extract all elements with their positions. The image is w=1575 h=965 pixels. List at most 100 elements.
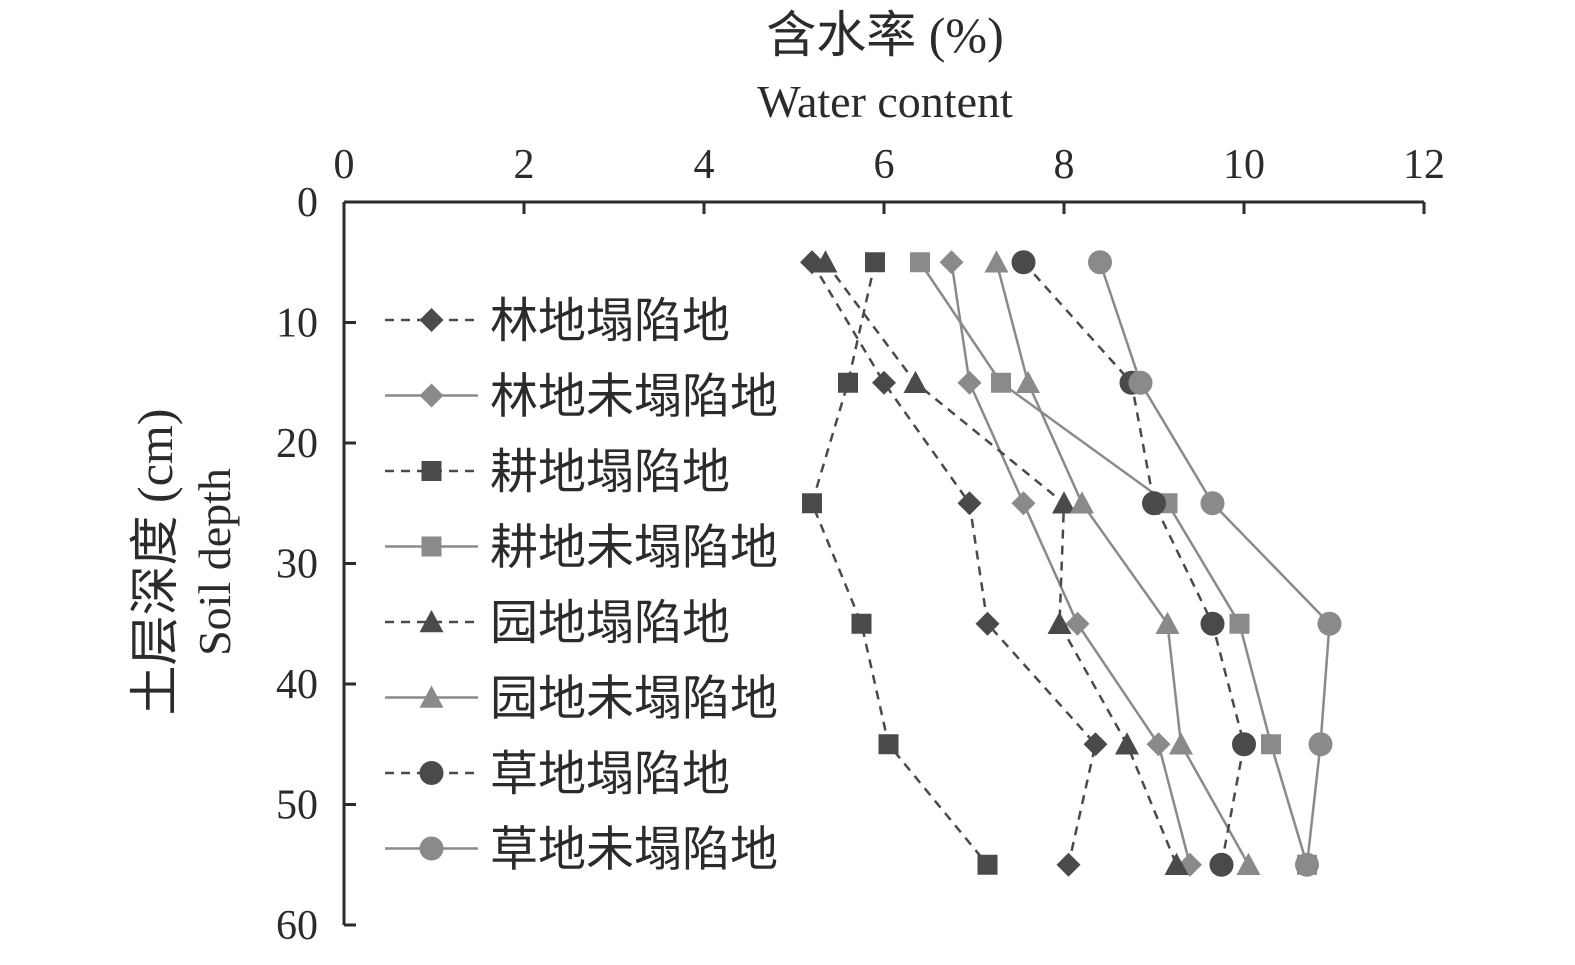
legend-marker-square [421, 461, 442, 481]
data-point-square [802, 493, 822, 514]
y-tick-label: 60 [276, 903, 318, 949]
data-point-diamond [1065, 611, 1090, 636]
y-tick-label: 40 [276, 662, 318, 708]
series-7 [1011, 250, 1256, 877]
x-tick-label: 12 [1403, 142, 1445, 188]
legend-marker-triangle [419, 610, 444, 633]
series-line [950, 262, 1192, 866]
series-layer [800, 250, 1342, 877]
legend-label: 林地塌陷地 [490, 295, 730, 348]
data-point-circle [1232, 732, 1256, 757]
legend: 林地塌陷地林地未塌陷地耕地塌陷地耕地未塌陷地园地塌陷地园地未塌陷地草地塌陷地草地… [385, 295, 778, 877]
data-point-triangle [1016, 370, 1040, 393]
series-4 [910, 252, 1317, 875]
legend-item: 林地未塌陷地 [385, 371, 778, 424]
series-6 [984, 250, 1261, 875]
legend-item: 园地未塌陷地 [385, 673, 778, 726]
data-point-diamond [957, 370, 982, 395]
series-line [810, 261, 989, 866]
x-tick-label: 8 [1054, 142, 1075, 188]
data-point-diamond [1146, 732, 1171, 757]
legend-label: 草地未塌陷地 [490, 824, 778, 877]
legend-item: 园地塌陷地 [385, 597, 730, 650]
data-point-triangle [1169, 732, 1193, 755]
data-point-diamond [872, 370, 896, 395]
data-point-circle [1209, 852, 1234, 877]
data-point-square [977, 854, 998, 875]
legend-marker-circle [419, 761, 444, 785]
legend-item: 林地塌陷地 [385, 295, 730, 348]
legend-label: 园地塌陷地 [490, 597, 730, 650]
data-point-triangle [813, 250, 838, 273]
legend-marker-diamond [419, 308, 444, 332]
series-line [1098, 261, 1331, 865]
x-tick-label: 2 [514, 142, 535, 188]
series-line [1022, 261, 1246, 865]
series-line [824, 261, 1178, 866]
data-point-square [1261, 734, 1281, 755]
data-point-triangle [984, 250, 1009, 273]
x-tick-label: 0 [334, 142, 355, 188]
legend-label: 草地塌陷地 [490, 748, 730, 801]
series-2 [939, 250, 1202, 877]
data-point-square [851, 613, 872, 634]
data-point-diamond [1011, 491, 1036, 516]
x-tick-label: 10 [1223, 142, 1265, 188]
y-tick-label: 20 [276, 421, 318, 467]
data-point-circle [1200, 611, 1225, 636]
legend-label: 园地未塌陷地 [490, 673, 778, 726]
data-point-square [878, 734, 899, 755]
data-point-square [838, 372, 858, 393]
data-point-triangle [1115, 732, 1139, 755]
data-point-diamond [939, 250, 964, 275]
data-point-circle [1317, 611, 1342, 636]
legend-marker-circle [419, 836, 444, 861]
legend-label: 林地未塌陷地 [490, 371, 778, 424]
data-point-circle [1011, 250, 1036, 275]
data-point-square [910, 252, 930, 273]
x-axis-title-en: Water content [757, 76, 1013, 127]
data-point-diamond [957, 491, 982, 516]
y-tick-label: 30 [276, 542, 318, 588]
data-point-diamond [1083, 732, 1108, 757]
series-3 [802, 252, 998, 875]
legend-marker-diamond [419, 383, 444, 408]
x-tick-label: 6 [874, 142, 895, 188]
series-5 [813, 250, 1189, 875]
legend-label: 耕地未塌陷地 [490, 522, 778, 575]
series-line [810, 261, 1097, 866]
series-line [918, 261, 1309, 866]
y-tick-label: 50 [276, 783, 318, 829]
legend-marker-triangle [419, 685, 444, 708]
y-tick-label: 0 [297, 180, 318, 226]
legend-item: 耕地塌陷地 [385, 446, 730, 499]
y-axis-title-cn: 土层深度 (cm) [127, 409, 183, 716]
data-point-square [1229, 613, 1250, 634]
data-point-diamond [975, 611, 1000, 636]
series-line [995, 261, 1250, 866]
x-axis-title-cn: 含水率 (%) [766, 7, 1003, 63]
legend-marker-square [421, 536, 442, 557]
legend-label: 耕地塌陷地 [490, 446, 730, 499]
series-8 [1088, 250, 1342, 877]
data-point-square [991, 372, 1011, 393]
data-point-circle [1128, 370, 1153, 395]
data-point-triangle [1236, 852, 1261, 875]
data-point-triangle [1155, 611, 1180, 634]
data-point-circle [1142, 491, 1166, 516]
data-point-triangle [1052, 491, 1076, 514]
data-point-circle [1088, 250, 1112, 275]
data-point-triangle [1047, 611, 1072, 634]
data-point-square [865, 252, 885, 273]
data-point-triangle [1164, 852, 1189, 875]
legend-item: 耕地未塌陷地 [385, 522, 778, 575]
series-1 [800, 250, 1108, 877]
y-tick-label: 10 [276, 301, 318, 347]
data-point-triangle [903, 370, 928, 393]
legend-item: 草地塌陷地 [385, 748, 730, 801]
data-point-diamond [1056, 852, 1081, 877]
data-point-circle [1308, 732, 1333, 757]
